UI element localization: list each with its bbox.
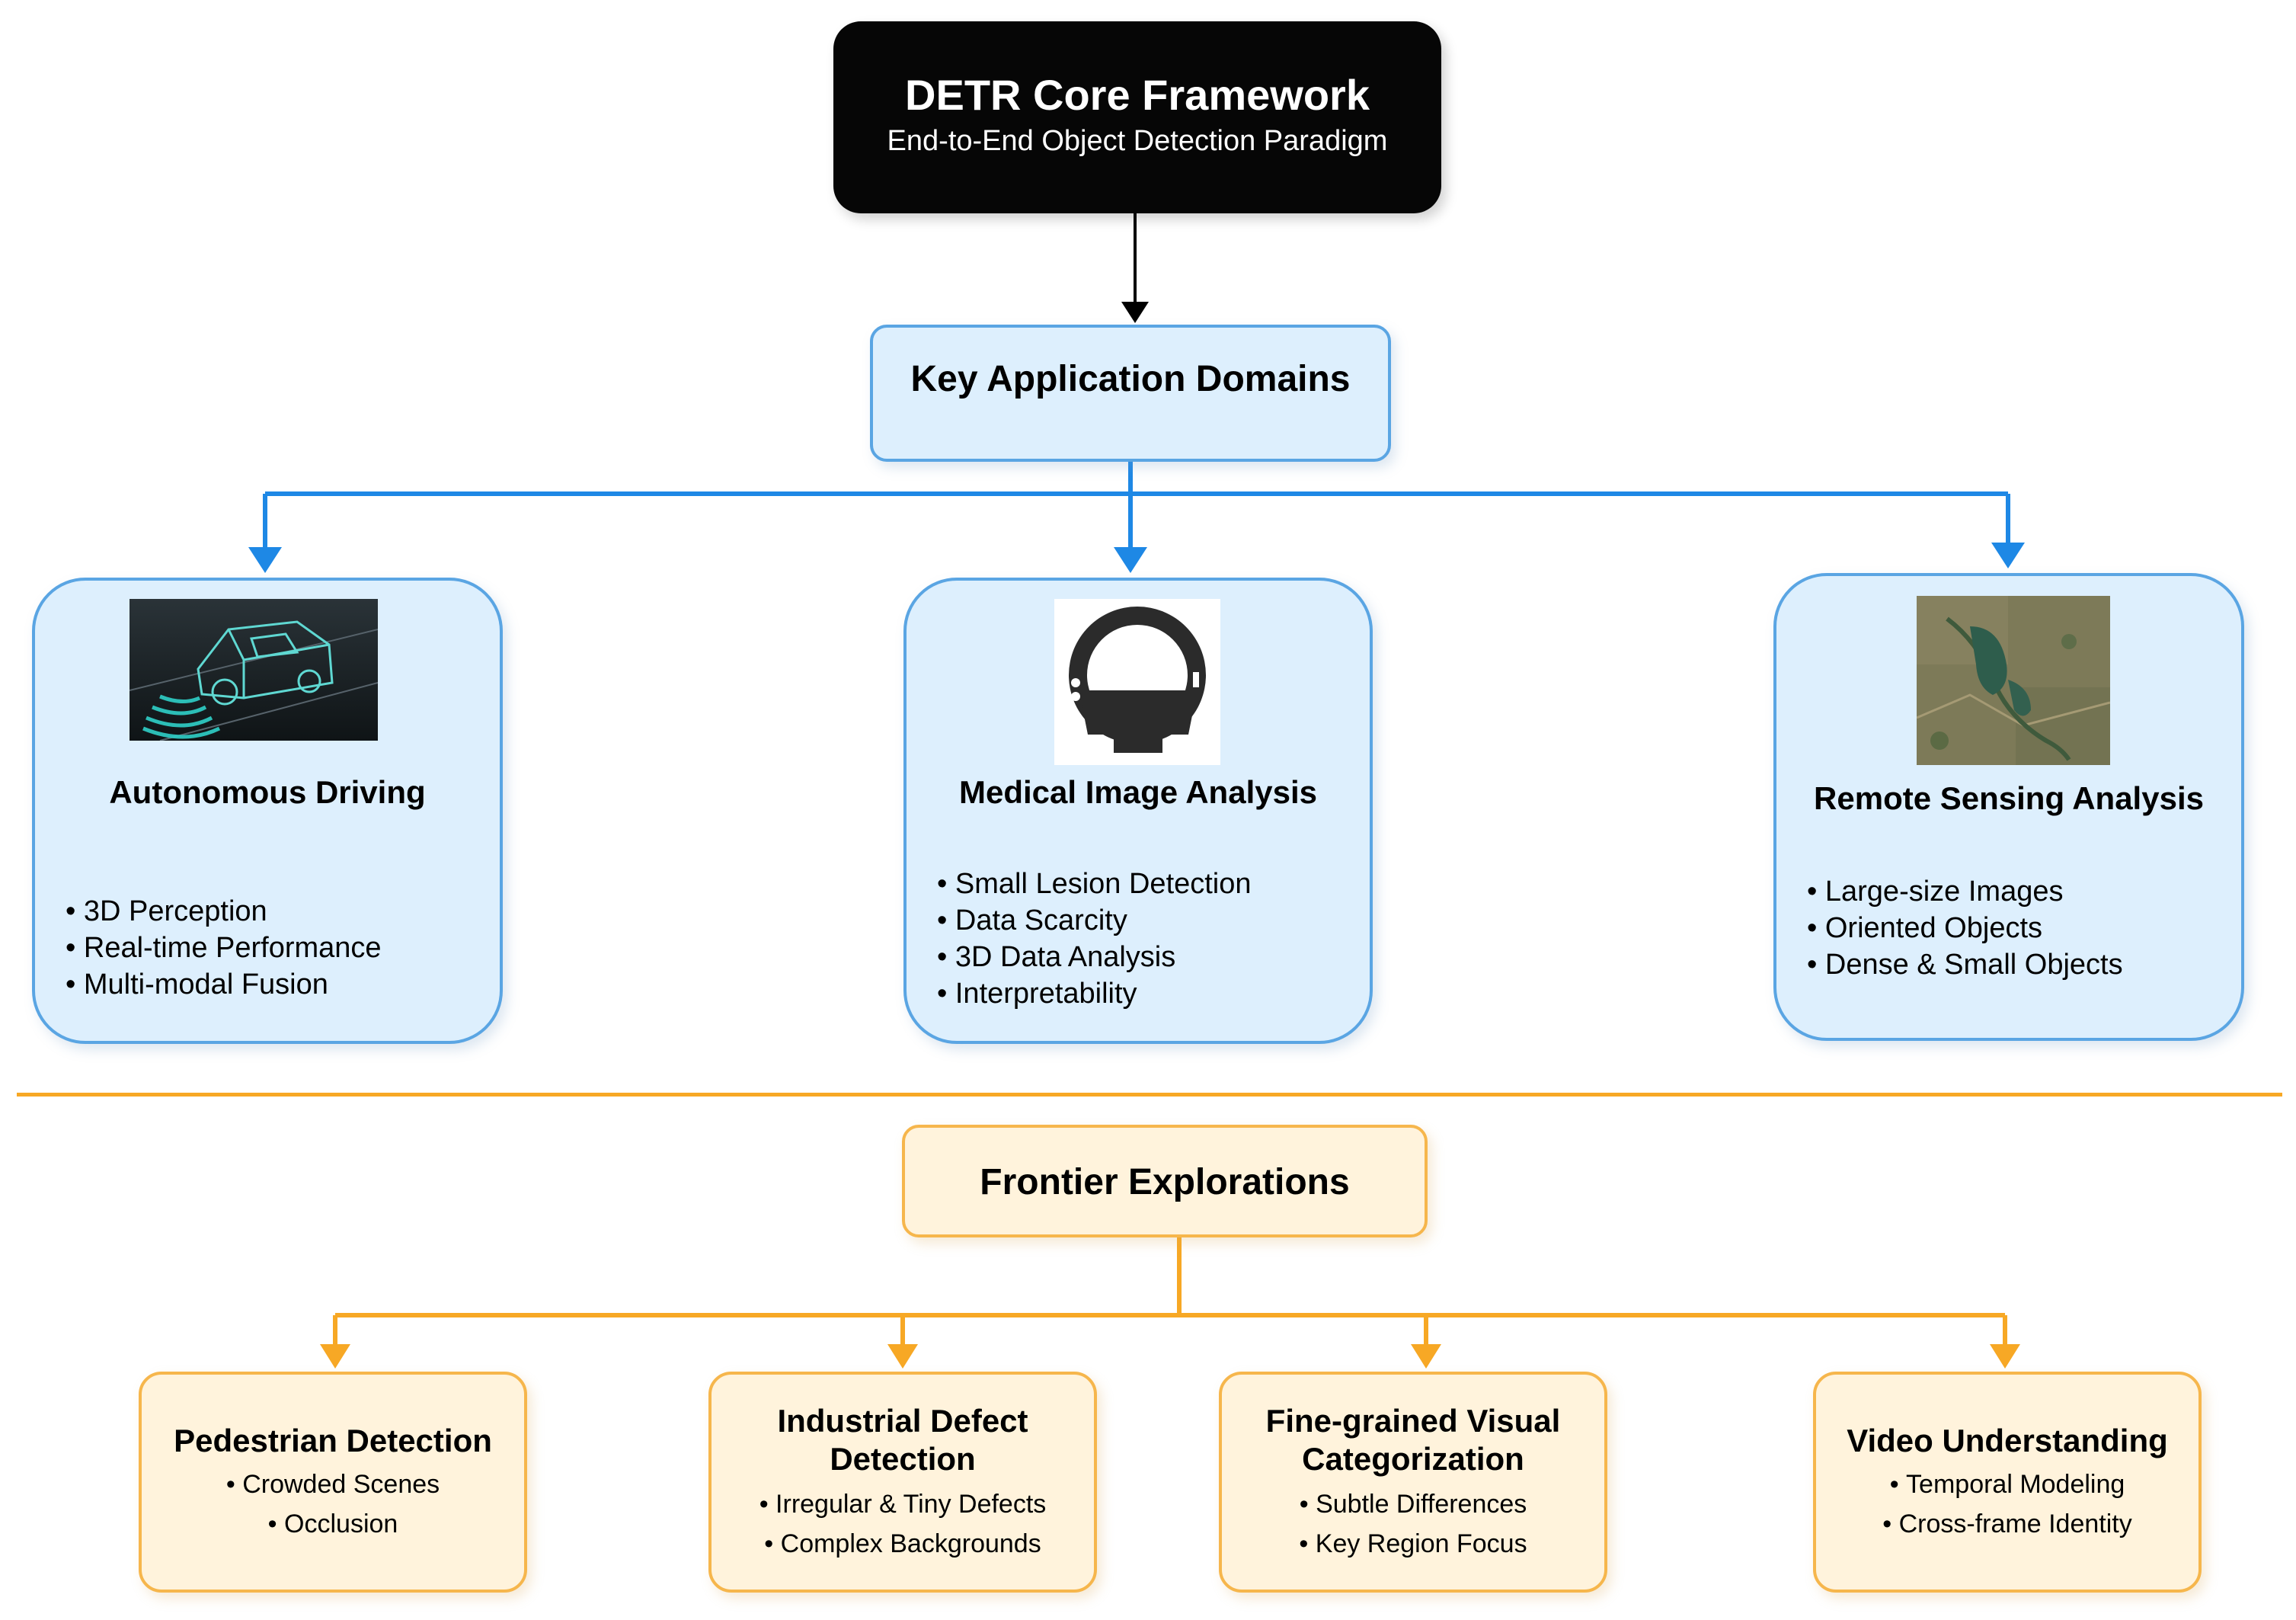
arrowhead-remote	[1991, 543, 2025, 568]
arrowhead-autonomous	[248, 547, 282, 573]
frontier-item-title: Video Understanding	[1847, 1423, 2168, 1458]
bullet-item: Occlusion	[142, 1504, 524, 1544]
core-title: DETR Core Framework	[905, 71, 1370, 119]
bullet-item: Dense & Small Objects	[1807, 946, 2226, 983]
domain-bullets: Large-size Images Oriented Objects Dense…	[1807, 873, 2226, 983]
domain-title: Medical Image Analysis	[959, 774, 1317, 810]
domain-title: Remote Sensing Analysis	[1814, 780, 2204, 816]
ct-scanner-icon	[1054, 599, 1220, 765]
arrowhead-video	[1990, 1344, 2020, 1369]
car-sensor-waves-image	[130, 599, 378, 741]
frontier-card-industrial-defect-detection: Industrial Defect Detection Irregular & …	[708, 1372, 1097, 1593]
key-application-domains-box: Key Application Domains	[870, 325, 1391, 462]
bullet-item: Real-time Performance	[66, 930, 484, 966]
bullet-item: Small Lesion Detection	[937, 866, 1354, 902]
domain-card-remote-sensing-analysis: Remote Sensing Analysis Large-size Image…	[1773, 573, 2244, 1041]
arrowhead-core-to-key	[1121, 302, 1149, 323]
arrowhead-industrial	[887, 1344, 918, 1369]
bullet-item: Complex Backgrounds	[712, 1524, 1094, 1564]
domain-bullets: Small Lesion Detection Data Scarcity 3D …	[937, 866, 1354, 1012]
domain-bullets: 3D Perception Real-time Performance Mult…	[66, 893, 484, 1003]
frontier-title: Frontier Explorations	[980, 1162, 1350, 1202]
bullet-item: Cross-frame Identity	[1816, 1504, 2198, 1544]
bullet-item: Oriented Objects	[1807, 910, 2226, 946]
frontier-explorations-box: Frontier Explorations	[902, 1125, 1428, 1237]
frontier-item-title: Industrial Defect Detection	[777, 1403, 1028, 1477]
key-domains-title: Key Application Domains	[910, 359, 1351, 399]
bullet-item: Multi-modal Fusion	[66, 966, 484, 1003]
frontier-card-video-understanding: Video Understanding Temporal Modeling Cr…	[1813, 1372, 2202, 1593]
frontier-card-fine-grained-visual-categorization: Fine-grained Visual Categorization Subtl…	[1219, 1372, 1607, 1593]
frontier-item-title: Fine-grained Visual Categorization	[1265, 1403, 1561, 1477]
frontier-item-bullets: Subtle Differences Key Region Focus	[1222, 1484, 1604, 1564]
satellite-terrain-image	[1917, 596, 2110, 765]
bullet-item: Subtle Differences	[1222, 1484, 1604, 1524]
frontier-item-bullets: Crowded Scenes Occlusion	[142, 1465, 524, 1544]
core-subtitle: End-to-End Object Detection Paradigm	[887, 125, 1388, 157]
bullet-item: Irregular & Tiny Defects	[712, 1484, 1094, 1524]
bullet-item: 3D Data Analysis	[937, 939, 1354, 975]
bullet-item: Key Region Focus	[1222, 1524, 1604, 1564]
arrowhead-pedestrian	[320, 1344, 350, 1369]
frontier-item-title: Pedestrian Detection	[174, 1423, 492, 1458]
frontier-card-pedestrian-detection: Pedestrian Detection Crowded Scenes Occl…	[139, 1372, 527, 1593]
bullet-item: Data Scarcity	[937, 902, 1354, 939]
bullet-item: Crowded Scenes	[142, 1465, 524, 1504]
domain-card-medical-image-analysis: Medical Image Analysis Small Lesion Dete…	[903, 578, 1373, 1044]
domain-title: Autonomous Driving	[109, 774, 426, 810]
frontier-item-bullets: Irregular & Tiny Defects Complex Backgro…	[712, 1484, 1094, 1564]
bullet-item: Interpretability	[937, 975, 1354, 1012]
core-framework-box: DETR Core Framework End-to-End Object De…	[833, 21, 1441, 213]
bullet-item: Temporal Modeling	[1816, 1465, 2198, 1504]
domain-card-autonomous-driving: Autonomous Driving 3D Perception Real-ti…	[32, 578, 503, 1044]
frontier-item-bullets: Temporal Modeling Cross-frame Identity	[1816, 1465, 2198, 1544]
arrowhead-medical	[1114, 547, 1147, 573]
bullet-item: 3D Perception	[66, 893, 484, 930]
bullet-item: Large-size Images	[1807, 873, 2226, 910]
section-divider	[17, 1093, 2282, 1097]
arrowhead-finegrained	[1411, 1344, 1441, 1369]
